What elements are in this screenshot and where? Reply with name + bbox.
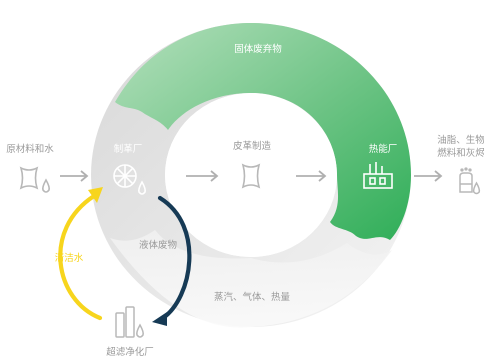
filtration-plant-label: 超滤净化厂 (106, 346, 154, 358)
emissions-segment (110, 230, 392, 328)
water-drop-icon (138, 180, 146, 195)
tannery-label: 制革厂 (114, 143, 143, 155)
arrow-power-to-outputs (414, 170, 443, 182)
clean-water-arrow (58, 193, 103, 321)
outputs-label-line1: 油脂、生物 (437, 134, 484, 146)
oil-barrel-icon (459, 167, 473, 193)
factory-icon (363, 162, 393, 189)
solid-waste-segment (115, 23, 411, 240)
emissions-label: 蒸汽、气体、热量 (214, 291, 291, 303)
raw-materials-label: 原材料和水 (6, 143, 54, 155)
leather-hide-icon (19, 166, 39, 190)
leather-hide-icon (241, 163, 261, 189)
clean-water-arrowhead (88, 187, 103, 203)
liquid-waste-label: 液体废物 (139, 239, 178, 251)
arrow-leather-to-power (296, 170, 327, 182)
water-drop-icon (42, 178, 50, 193)
clean-water-label: 清洁水 (55, 252, 84, 264)
lemon-slice-icon (113, 164, 137, 188)
outputs-label-line2: 燃料和灰烬 (437, 147, 484, 159)
leather-making-label: 皮革制造 (233, 140, 272, 152)
arrow-raw-to-tannery (60, 170, 89, 182)
water-drop-icon (472, 181, 481, 195)
liquid-waste-arrow (157, 195, 192, 321)
filter-tanks-icon (115, 306, 144, 338)
liquid-waste-arrowhead (152, 312, 167, 326)
solid-waste-label: 固体废弃物 (234, 43, 282, 55)
inner-circle (165, 93, 337, 257)
power-plant-label: 热能厂 (369, 143, 398, 155)
arrow-tannery-to-leather (186, 170, 219, 182)
